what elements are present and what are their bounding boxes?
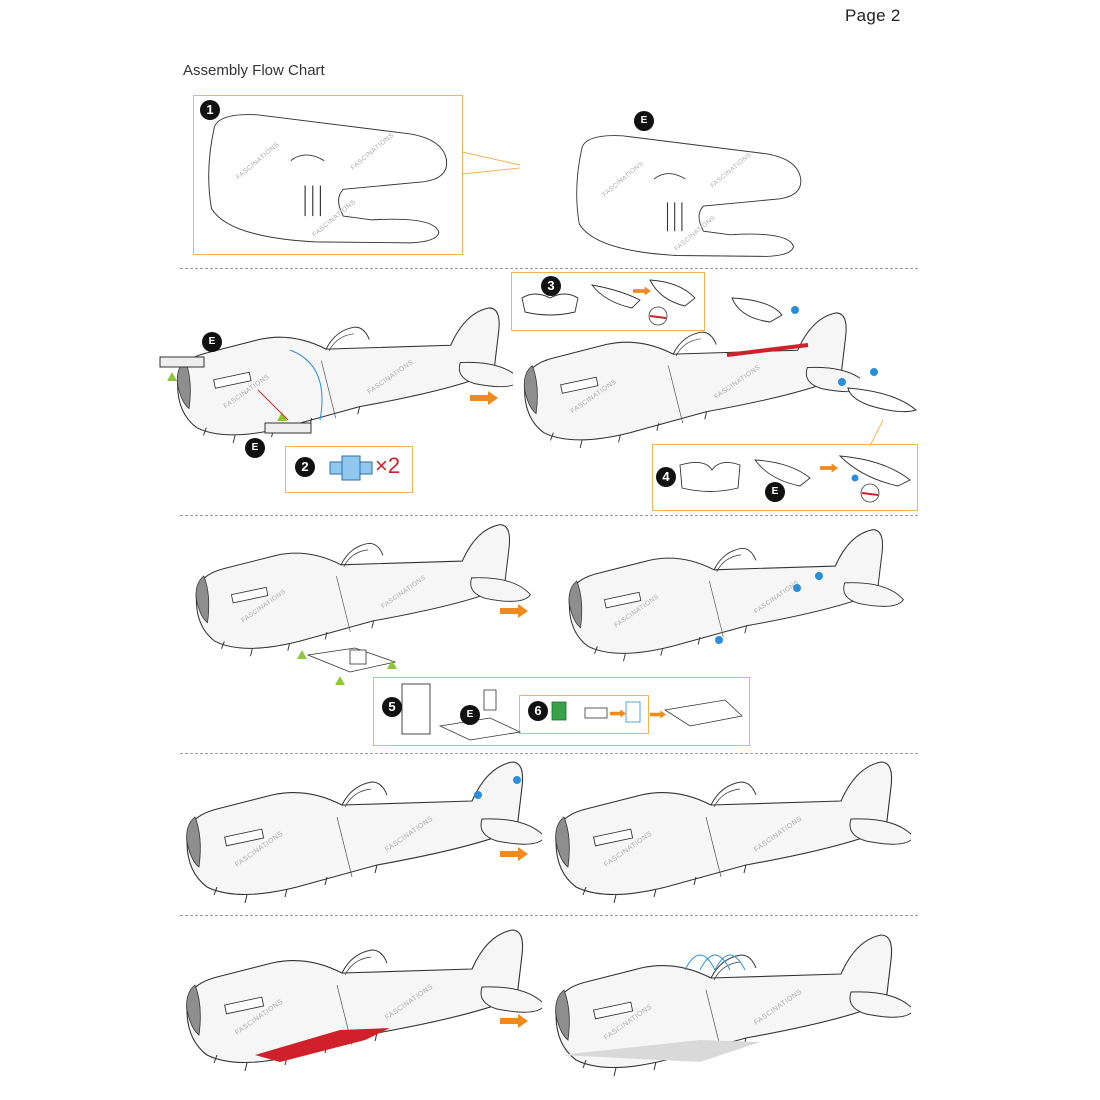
step-2-multiplier: ×2: [375, 453, 401, 478]
step-6-callout: [519, 695, 649, 734]
next-step-arrow-icon: [500, 604, 528, 618]
step-4-number: 4: [656, 467, 676, 487]
step-5-callout: [373, 677, 750, 746]
part-e-marker: E: [245, 438, 265, 458]
step-1-number: 1: [200, 100, 220, 120]
part-e-marker: E: [765, 482, 785, 502]
step-5-arrow-icon: [650, 710, 666, 719]
step-5-number: 5: [382, 697, 402, 717]
step-3-callout: [511, 272, 705, 331]
page-number: Page 2: [845, 6, 901, 25]
next-step-arrow-icon: [500, 1014, 528, 1028]
step-3-number: 3: [541, 276, 561, 296]
section-divider: [180, 268, 918, 269]
step-4-arrow-icon: [820, 463, 838, 473]
part-e-marker: E: [460, 705, 480, 725]
step-4-callout: [652, 444, 918, 511]
next-step-arrow-icon: [470, 391, 498, 405]
chart-title: Assembly Flow Chart: [183, 62, 325, 79]
section-divider: [180, 753, 918, 754]
step-6-arrow-icon: [610, 709, 626, 718]
section-divider: [180, 915, 918, 916]
part-e-marker: E: [634, 111, 654, 131]
next-step-arrow-icon: [500, 847, 528, 861]
step-6-number: 6: [528, 701, 548, 721]
step-1-callout: [193, 95, 463, 255]
section-divider: [180, 515, 918, 516]
step-3-arrow-icon: [633, 286, 651, 296]
step-2-callout: [285, 446, 413, 493]
step-2-number: 2: [295, 457, 315, 477]
part-e-marker: E: [202, 332, 222, 352]
